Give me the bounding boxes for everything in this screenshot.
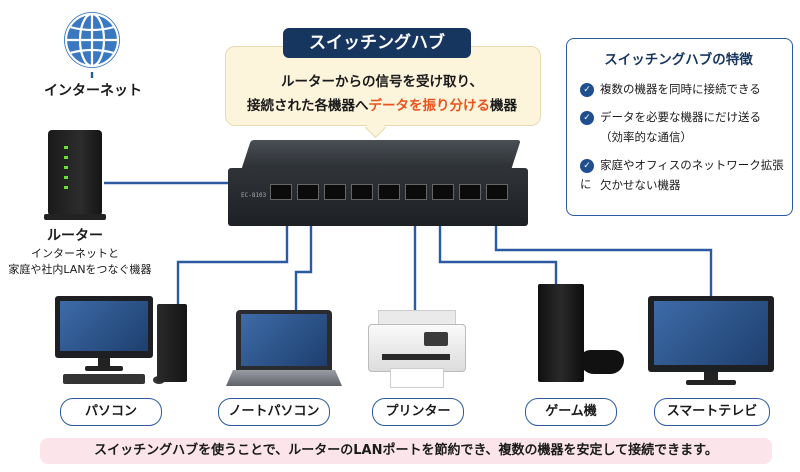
switch-port: [459, 184, 481, 200]
router-device: [48, 130, 102, 216]
router-led: [64, 176, 68, 179]
router-led: [64, 146, 68, 149]
router-led: [64, 186, 68, 189]
check-icon: ✓: [580, 82, 594, 97]
switch-port: [378, 184, 400, 200]
switch-port: [432, 184, 454, 200]
description-line2-pre: 接続された各機器へ: [247, 98, 369, 114]
printer-icon: [368, 310, 466, 390]
smart-tv-icon: [648, 296, 776, 388]
router-led: [64, 166, 68, 169]
router-led: [64, 156, 68, 159]
router-desc-line1: インターネットと: [31, 247, 119, 260]
router-base: [44, 214, 106, 220]
router-label: ルーター: [47, 228, 103, 244]
feature-text: 家庭やオフィスのネットワーク拡張に: [580, 158, 784, 191]
feature-subtext: 欠かせない機器: [600, 178, 681, 192]
description-line1: ルーターからの信号を受け取り、: [281, 74, 483, 90]
device-label-tv: スマートテレビ: [654, 398, 770, 426]
switch-port: [270, 184, 292, 200]
feature-text: データを必要な機器にだけ送る: [600, 110, 761, 124]
feature-item: ✓家庭やオフィスのネットワーク拡張に: [580, 156, 785, 194]
description-highlight: データを振り分ける: [368, 98, 491, 114]
check-icon: ✓: [580, 110, 594, 125]
switch-port: [486, 184, 508, 200]
desktop-pc-icon: [55, 296, 195, 388]
device-label-printer: プリンター: [372, 398, 464, 426]
switch-port: [351, 184, 373, 200]
device-label-laptop: ノートパソコン: [218, 398, 330, 426]
switch-port: [405, 184, 427, 200]
description-line2: 接続された各機器へデータを振り分ける機器: [225, 94, 539, 114]
switch-top-panel: [241, 140, 521, 170]
feature-item: ✓ データを必要な機器にだけ送る: [580, 108, 785, 127]
router-desc-line2: 家庭や社内LANをつなぐ機器: [8, 263, 152, 276]
switch-port: [297, 184, 319, 200]
feature-text: 複数の機器を同時に接続できる: [600, 82, 761, 96]
footer-note: スイッチングハブを使うことで、ルーターのLANポートを節約でき、複数の機器を安定…: [40, 438, 772, 464]
feature-item: ✓ 複数の機器を同時に接続できる: [580, 80, 785, 99]
switch-port: [324, 184, 346, 200]
feature-subtext: （効率的な通信）: [600, 130, 692, 144]
description-line2-post: 機器: [490, 98, 517, 114]
page-title: スイッチングハブ: [283, 28, 471, 58]
game-console-icon: [528, 284, 628, 384]
features-title: スイッチングハブの特徴: [604, 52, 753, 68]
device-label-game: ゲーム機: [525, 398, 617, 426]
internet-globe-icon: [60, 8, 124, 76]
features-box: [566, 38, 793, 216]
laptop-icon: [226, 310, 346, 390]
device-label-pc: パソコン: [60, 398, 162, 426]
switch-model-label: EC-8103: [241, 192, 267, 199]
internet-label: インターネット: [44, 83, 142, 99]
check-icon: ✓: [580, 158, 594, 173]
